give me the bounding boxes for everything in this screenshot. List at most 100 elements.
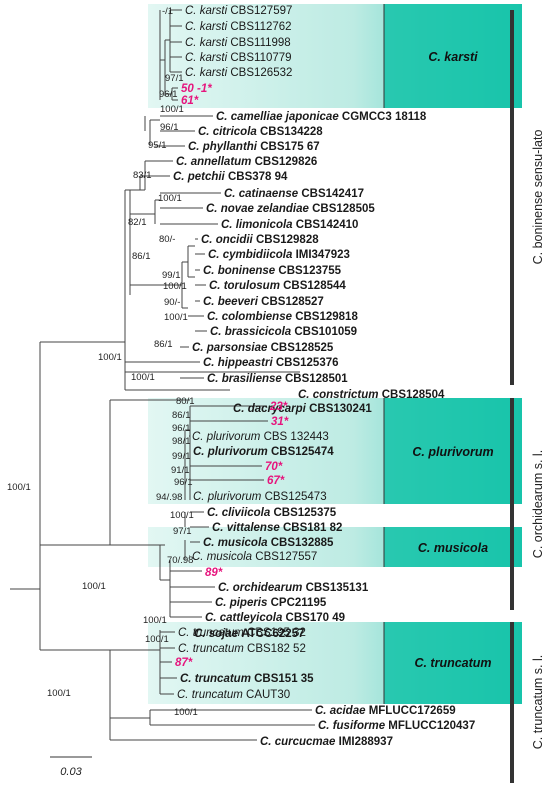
support-value: 83/1 xyxy=(133,170,152,181)
support-value: 96/1 xyxy=(160,122,179,133)
support-value: 100/1 xyxy=(82,581,106,592)
taxon-label: C. cliviicola CBS125375 xyxy=(207,507,337,519)
taxon-label: C. piperis CPC21195 xyxy=(215,597,327,609)
support-value: 94/.98 xyxy=(156,492,182,503)
taxon-label: C. citricola CBS134228 xyxy=(198,126,323,138)
isolate-marker: 23* xyxy=(269,401,288,413)
taxon-label: C. acidae MFLUCC172659 xyxy=(315,705,456,717)
taxon-label: C. dacrycarpi CBS130241 xyxy=(233,403,372,415)
support-value: 100/1 xyxy=(158,193,182,204)
taxon-label: C. cymbidiicola IMI347923 xyxy=(208,249,350,261)
support-value: 86/1 xyxy=(172,410,191,421)
support-value: 80/1 xyxy=(176,396,195,407)
support-value: -/1 xyxy=(162,6,173,17)
support-value: 96/1 xyxy=(159,89,178,100)
clade-label-musicola: C. musicola xyxy=(418,541,488,555)
taxon-label: C. catinaense CBS142417 xyxy=(224,188,364,200)
taxon-label: C. karsti CBS111998 xyxy=(185,37,291,49)
support-value: 70/.98 xyxy=(167,555,193,566)
taxon-label: C. colombiense CBS129818 xyxy=(207,311,358,323)
clade-box-truncatum xyxy=(384,622,522,704)
taxon-label: C. truncatum CAUT30 xyxy=(177,689,290,701)
support-value: 91/1 xyxy=(171,465,190,476)
isolate-marker: 87* xyxy=(175,657,193,669)
support-value: 96/1 xyxy=(172,423,191,434)
taxon-label: C. boninense CBS123755 xyxy=(203,265,342,277)
support-value: 100/1 xyxy=(170,510,194,521)
taxon-label: C. truncatum CBS151 35 xyxy=(180,673,314,685)
support-value: 100/1 xyxy=(143,615,167,626)
taxon-label: C. karsti CBS112762 xyxy=(185,21,292,33)
taxon-label: C. oncidii CBS129828 xyxy=(201,234,319,246)
support-value: 86/1 xyxy=(154,339,173,350)
scale-label: 0.03 xyxy=(60,766,82,778)
clade-label-truncatum: C. truncatum xyxy=(414,656,491,670)
support-value: 99/1 xyxy=(162,270,181,281)
taxon-labels: C. karsti CBS127597 C. karsti CBS112762C.… xyxy=(173,5,475,748)
support-value: 100/1 xyxy=(164,312,188,323)
taxon-label: C. constrictum CBS128504 xyxy=(298,389,445,401)
support-value: 90/- xyxy=(164,297,180,308)
support-value: 100/1 xyxy=(7,482,31,493)
support-value: 100/1 xyxy=(47,688,71,699)
taxon-label: C. truncatum CBS195 32 xyxy=(178,627,306,639)
taxon-label: C. karsti CBS110779 xyxy=(185,52,292,64)
taxon-label: C. phyllanthi CBS175 67 xyxy=(188,141,320,153)
group-label-boninense: C. boninense sensu-lato xyxy=(531,130,545,265)
support-value: 80/- xyxy=(159,234,175,245)
group-label-truncatum: C. truncatum s. l. xyxy=(531,655,545,749)
taxon-label: C. parsonsiae CBS128525 xyxy=(192,342,334,354)
taxon-label: C. brassicicola CBS101059 xyxy=(210,326,357,338)
support-value: 82/1 xyxy=(128,217,147,228)
taxon-label: C. brasiliense CBS128501 xyxy=(207,373,348,385)
support-value: 97/1 xyxy=(173,526,192,537)
support-value: 86/1 xyxy=(132,251,151,262)
support-value: 100/1 xyxy=(98,352,122,363)
taxon-label: C. novae zelandiae CBS128505 xyxy=(206,203,375,215)
taxon-label: C. sojae ATCC62257 xyxy=(194,628,304,640)
taxon-label: C. vittalense CBS181 82 xyxy=(212,522,342,534)
support-values: -/1 97/1 96/1 100/1 96/1 95/1 83/1 100/1 82/1 86/… xyxy=(7,6,198,718)
support-value: 100/1 xyxy=(174,707,198,718)
taxon-label: C. camelliae japonicae CGMCC3 18118 xyxy=(216,111,427,123)
taxon-label: C. plurivorum CBS125474 xyxy=(193,446,334,458)
isolate-marker: 70* xyxy=(265,461,283,473)
clade-box-karsti xyxy=(384,4,522,108)
taxon-label: C. fusiforme MFLUCC120437 xyxy=(318,720,475,732)
isolate-marker: 67* xyxy=(267,475,285,487)
support-value: 100/1 xyxy=(131,372,155,383)
taxon-label: C. annellatum CBS129826 xyxy=(176,156,317,168)
taxon-label: C. musicola CBS127557 xyxy=(192,551,317,563)
taxon-label: C. beeveri CBS128527 xyxy=(203,296,324,308)
taxon-label: C. karsti CBS127597 xyxy=(185,5,292,17)
support-value: 97/1 xyxy=(165,73,184,84)
taxon-label: C. musicola CBS132885 xyxy=(203,537,334,549)
support-value: 99/1 xyxy=(172,451,191,462)
taxon-label: C. curcucmae IMI288937 xyxy=(260,736,393,748)
taxon-label: C. truncatum CBS182 52 xyxy=(178,643,306,655)
isolate-marker: 31* xyxy=(271,416,289,428)
taxon-label: C. cattleyicola CBS170 49 xyxy=(205,612,345,624)
isolate-marker: 89* xyxy=(205,567,223,579)
clade-label-karsti: C. karsti xyxy=(428,50,478,64)
taxon-label: C. orchidearum CBS135131 xyxy=(218,582,369,594)
taxon-label: C. plurivorum CBS125473 xyxy=(193,491,327,503)
support-value: 98/1 xyxy=(172,436,191,447)
support-value: 100/1 xyxy=(145,634,169,645)
support-value: 100/1 xyxy=(163,281,187,292)
taxon-label: C. karsti CBS126532 xyxy=(185,67,292,79)
group-label-orchidearum: C. orchidearum s. l. xyxy=(531,450,545,558)
support-value: 95/1 xyxy=(148,140,167,151)
clade-label-plurivorum: C. plurivorum xyxy=(412,445,493,459)
taxon-label: C. limonicola CBS142410 xyxy=(221,219,358,231)
clade-box-musicola xyxy=(384,527,522,567)
support-value: 100/1 xyxy=(160,104,184,115)
support-value: 96/1 xyxy=(174,477,193,488)
isolate-marker: 61* xyxy=(181,95,199,107)
taxon-label: C. plurivorum CBS 132443 xyxy=(192,431,329,443)
clade-box-plurivorum xyxy=(384,398,522,504)
taxon-label: C. hippeastri CBS125376 xyxy=(203,357,339,369)
tree-branches xyxy=(10,9,315,741)
taxon-label: C. petchii CBS378 94 xyxy=(173,171,288,183)
